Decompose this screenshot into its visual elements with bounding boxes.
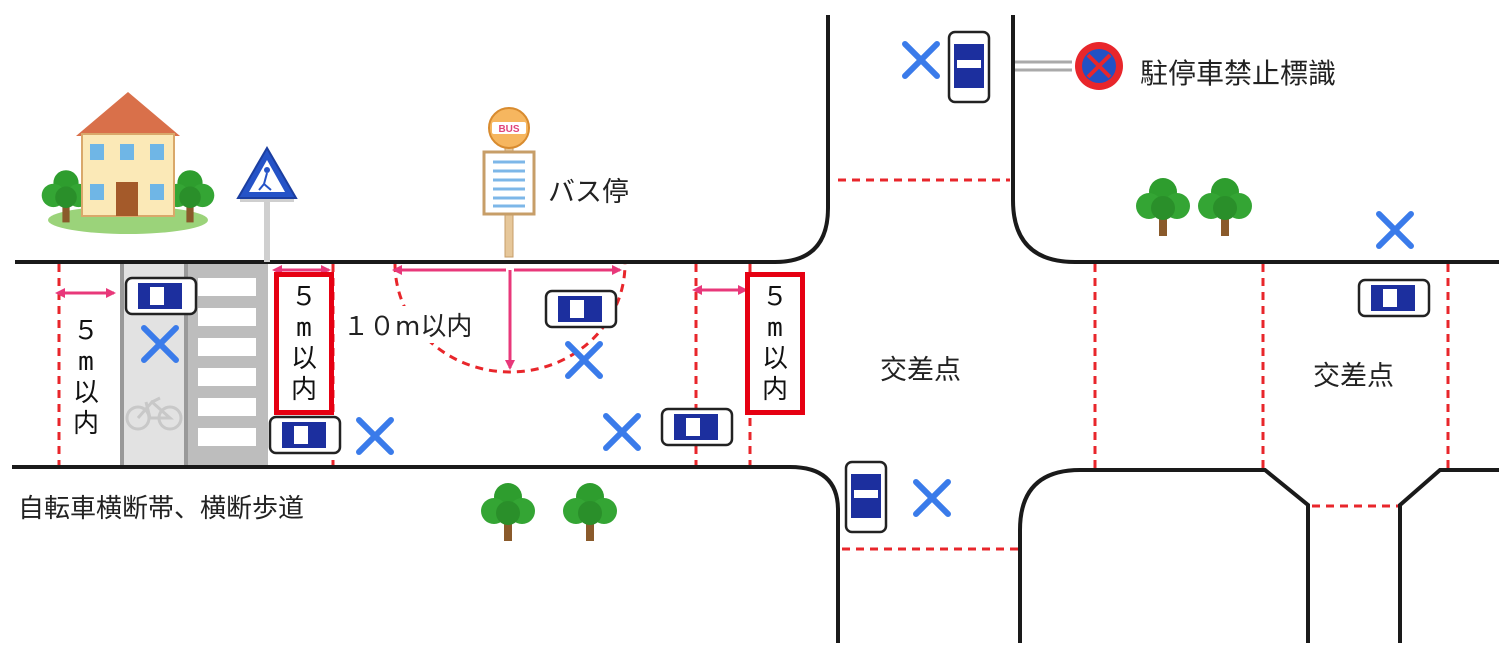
cross-icon bbox=[916, 482, 948, 514]
within-5m-crosswalk-label: ５ m 以 内 bbox=[290, 282, 317, 405]
car-icon bbox=[268, 415, 342, 455]
car-icon bbox=[124, 276, 198, 316]
cross-icon bbox=[606, 416, 638, 448]
crossing-label: 自転車横断帯、横断歩道 bbox=[18, 494, 305, 524]
no-parking-sign-label: 駐停車禁止標識 bbox=[1140, 57, 1337, 90]
bus-stop-label: バス停 bbox=[548, 177, 629, 208]
cross-icon bbox=[568, 344, 600, 376]
cross-icon bbox=[1379, 214, 1411, 246]
car-icon bbox=[1357, 278, 1431, 318]
intersection-label-2: 交差点 bbox=[1313, 361, 1394, 392]
car-icon bbox=[844, 460, 888, 534]
car-icon bbox=[544, 289, 618, 329]
highlight-box-intersection bbox=[745, 272, 805, 415]
within-5m-left-label: ５ m 以 内 bbox=[72, 316, 99, 439]
within-10m-label: １０m以内 bbox=[343, 306, 473, 343]
measurement-arrows bbox=[55, 265, 748, 370]
house-icon bbox=[41, 92, 215, 234]
highlight-box-crosswalk bbox=[274, 272, 334, 415]
road-edges bbox=[12, 15, 1499, 643]
bus-stop-sign-icon bbox=[482, 107, 536, 258]
cross-icon bbox=[359, 420, 391, 452]
no-parking-sign-icon bbox=[1015, 42, 1123, 90]
bicycle-icon bbox=[125, 396, 183, 431]
bus-sign-text: BUS bbox=[498, 124, 519, 135]
car-icon bbox=[660, 407, 734, 447]
pedestrian-crossing-sign-icon bbox=[236, 146, 298, 262]
within-5m-intersection-label: ５ m 以 内 bbox=[761, 282, 788, 405]
cross-icon bbox=[905, 44, 937, 76]
intersection-label-1: 交差点 bbox=[880, 355, 961, 386]
car-icon bbox=[947, 30, 991, 104]
